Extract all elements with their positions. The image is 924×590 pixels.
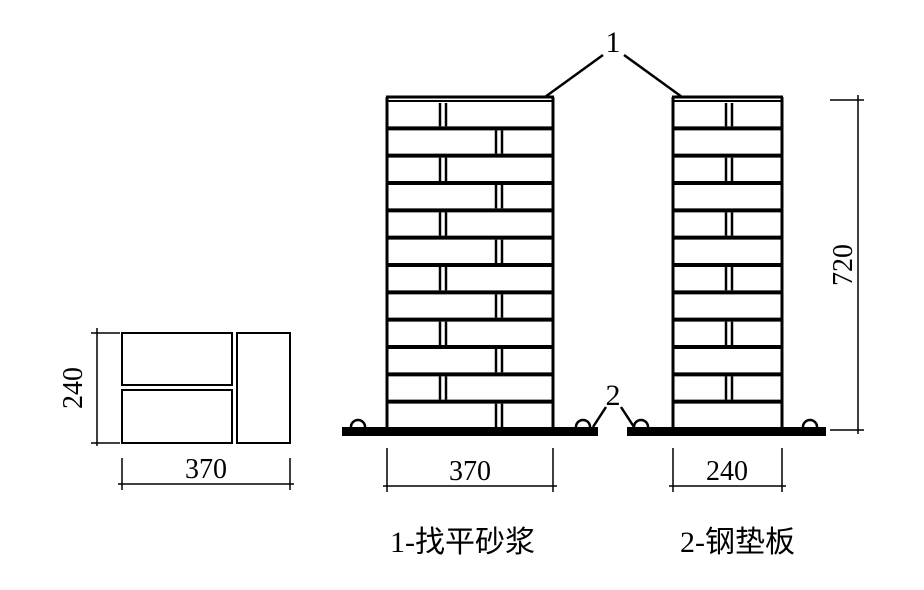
wall1-width-label: 370 [449, 456, 491, 487]
wall-height-label: 720 [828, 244, 859, 286]
plan-brick-top-left [121, 332, 233, 386]
leader-label-1: 1 [606, 26, 621, 59]
bolt-icon [574, 418, 592, 428]
legend-item-2: 2-钢垫板 [680, 526, 795, 559]
wall-370 [385, 95, 555, 428]
bolt-icon [349, 418, 367, 428]
legend-item-1: 1-找平砂浆 [390, 526, 535, 559]
plan-brick-bottom-left [121, 389, 233, 444]
leader-label-2: 2 [606, 379, 621, 412]
plate-bolts [349, 418, 819, 428]
plan-width-label: 370 [185, 454, 227, 485]
plan-view [121, 332, 291, 444]
steel-plate-right [627, 427, 826, 436]
wall2-width-label: 240 [706, 456, 748, 487]
leader-lines [544, 53, 683, 428]
leader-line [623, 53, 683, 99]
wall-240 [671, 95, 784, 428]
leader-line [544, 53, 604, 99]
bolt-icon [632, 418, 650, 428]
plan-brick-right [236, 332, 291, 444]
leader-line [591, 406, 608, 428]
wall-dimensions [383, 95, 864, 492]
leader-line [619, 406, 636, 428]
plan-dimensions [91, 328, 294, 490]
steel-plate-left [342, 427, 598, 436]
bolt-icon [801, 418, 819, 428]
plan-height-label: 240 [58, 367, 89, 409]
